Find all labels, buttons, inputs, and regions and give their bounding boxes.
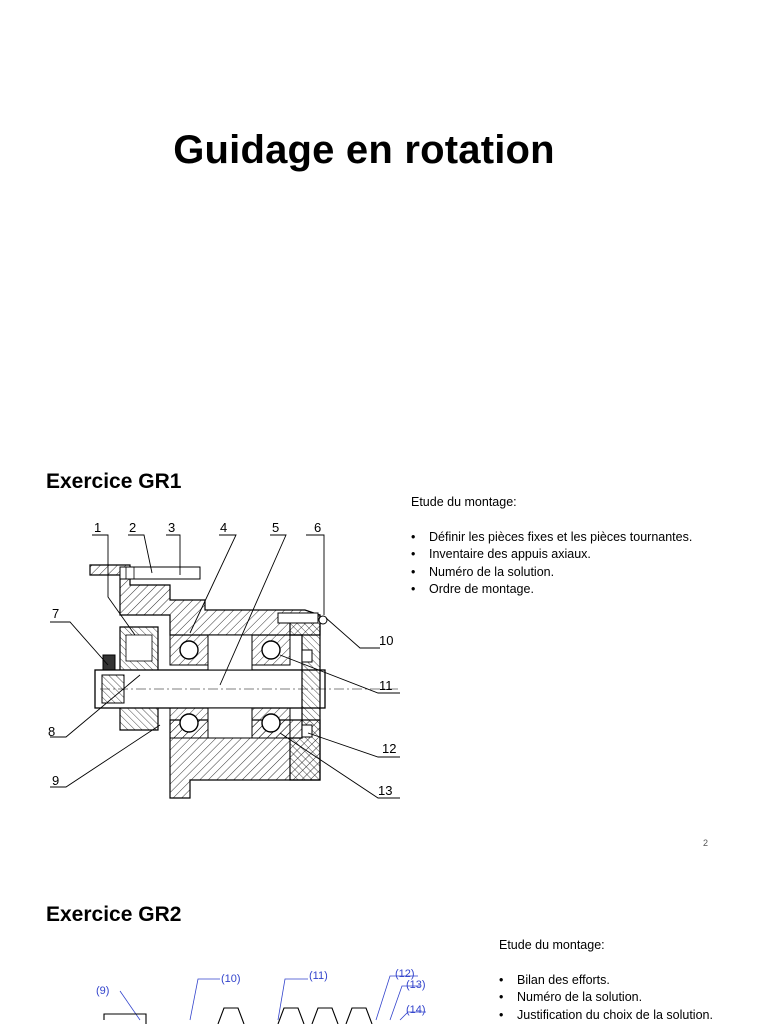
gr1-task-item: Inventaire des appuis axiaux. bbox=[411, 546, 692, 564]
callout-4: 4 bbox=[220, 520, 227, 535]
exercise-gr1-title: Exercice GR1 bbox=[46, 470, 182, 493]
gr2-notes-heading: Etude du montage: bbox=[499, 938, 605, 952]
callout-1: 1 bbox=[94, 520, 101, 535]
callout-3: 3 bbox=[168, 520, 175, 535]
callout-5: 5 bbox=[272, 520, 279, 535]
gr2-task-item: Justification du choix de la solution. bbox=[499, 1007, 713, 1024]
gr1-task-item: Ordre de montage. bbox=[411, 581, 692, 599]
gr2-callout-14: (14) bbox=[406, 1004, 426, 1016]
callout-11: 11 bbox=[379, 678, 393, 693]
gr2-task-item: Numéro de la solution. bbox=[499, 989, 713, 1007]
gr2-assembly-drawing: (9) (10) (11) (12) (13) (14) bbox=[96, 968, 426, 1024]
callout-2: 2 bbox=[129, 520, 136, 535]
gr2-callout-13: (13) bbox=[406, 979, 426, 991]
exercise-gr2-title: Exercice GR2 bbox=[46, 903, 182, 926]
callout-10: 10 bbox=[379, 633, 393, 648]
callout-8: 8 bbox=[48, 724, 55, 739]
page-number: 2 bbox=[703, 838, 709, 848]
gr1-task-item: Numéro de la solution. bbox=[411, 564, 692, 582]
bearing-right-top bbox=[251, 634, 291, 666]
gr2-task-list: Bilan des efforts. Numéro de la solution… bbox=[499, 972, 713, 1024]
gr2-notes: Etude du montage: Bilan des efforts. Num… bbox=[499, 937, 713, 1024]
gr2-task-item: Bilan des efforts. bbox=[499, 972, 713, 990]
bearing-left-top bbox=[169, 634, 209, 666]
gr1-task-item: Définir les pièces fixes et les pièces t… bbox=[411, 529, 692, 547]
bearing-right-bottom bbox=[251, 707, 291, 739]
bearing-left-bottom bbox=[169, 707, 209, 739]
gr2-callout-9: (9) bbox=[96, 985, 109, 997]
gr2-callout-10: (10) bbox=[221, 973, 241, 985]
screw-2 bbox=[119, 566, 201, 580]
spacer bbox=[207, 634, 253, 671]
gr1-notes: Etude du montage: Définir les pièces fix… bbox=[411, 494, 692, 599]
gr1-notes-heading: Etude du montage: bbox=[411, 495, 517, 509]
slide-title: Guidage en rotation bbox=[173, 128, 555, 172]
gr2-callout-12: (12) bbox=[395, 968, 415, 980]
callout-6: 6 bbox=[314, 520, 321, 535]
callout-12: 12 bbox=[382, 741, 396, 756]
callout-9: 9 bbox=[52, 773, 59, 788]
gr1-assembly-drawing: 1 2 3 4 5 6 7 8 9 10 11 12 13 bbox=[48, 520, 400, 799]
gr1-task-list: Définir les pièces fixes et les pièces t… bbox=[411, 529, 692, 599]
callout-13: 13 bbox=[378, 783, 392, 798]
callout-7: 7 bbox=[52, 606, 59, 621]
gr2-callout-11: (11) bbox=[309, 970, 328, 982]
